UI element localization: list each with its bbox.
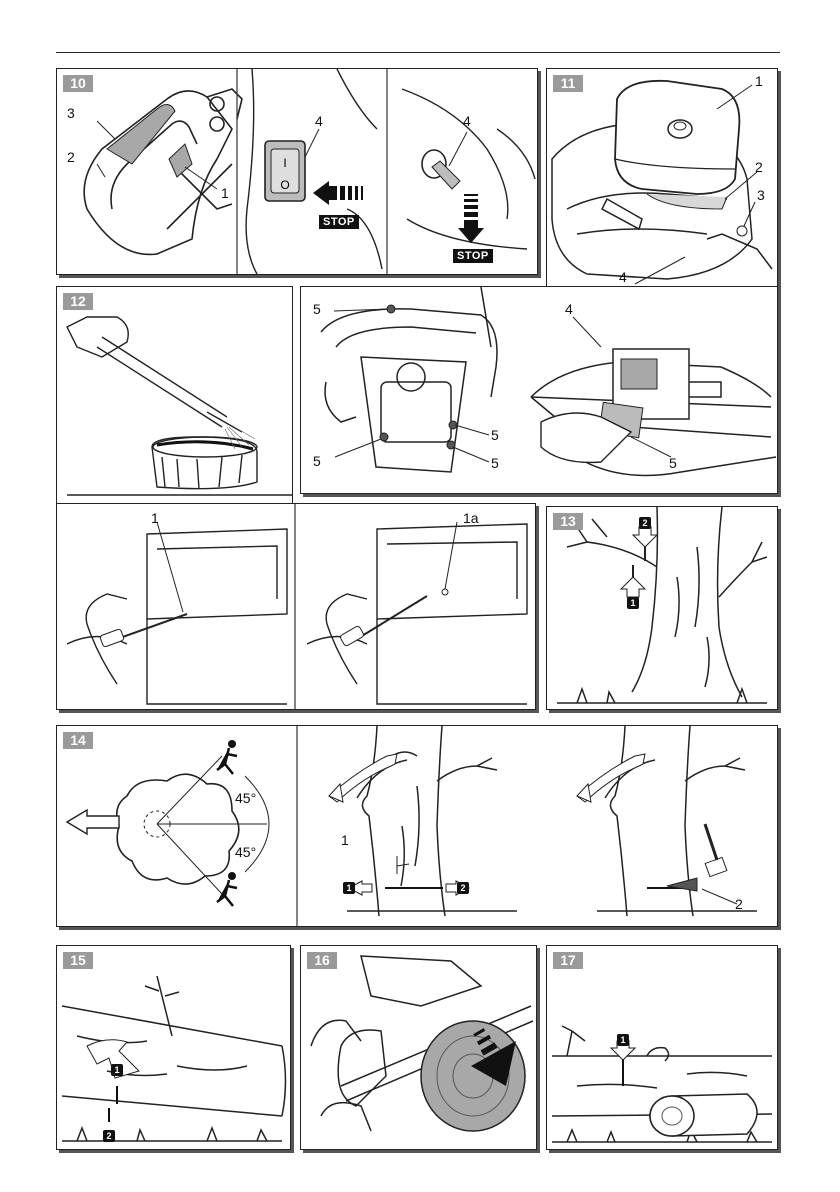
figure-17: 17 1 [546, 945, 778, 1150]
figure-14-illustration [57, 726, 777, 926]
figure-15-illustration [57, 946, 290, 1149]
figure-11-illustration [547, 69, 777, 289]
figure-12-adjust-illustration [57, 504, 535, 709]
stop-label: STOP [453, 249, 493, 263]
figure-13: 13 2 1 [546, 506, 778, 710]
step-marker: 1 [627, 597, 639, 609]
callout-label: 5 [491, 455, 499, 471]
callout-label: 2 [755, 159, 763, 175]
figure-16: 16 [300, 945, 537, 1150]
step-marker: 2 [103, 1130, 115, 1142]
callout-label: 1 [151, 510, 159, 526]
step-marker: 2 [457, 882, 469, 894]
callout-label: 4 [463, 113, 471, 129]
figure-15: 15 1 2 [56, 945, 291, 1150]
figure-12-cover: 5 4 5 5 5 5 [300, 286, 778, 494]
angle-label: 45° [235, 790, 256, 806]
figure-12-cover-illustration [301, 287, 777, 493]
callout-label: 4 [619, 269, 627, 285]
callout-label: 2 [67, 149, 75, 165]
figure-number: 16 [307, 952, 337, 969]
figure-13-illustration [547, 507, 777, 709]
callout-label: 1 [755, 73, 763, 89]
callout-label: 3 [757, 187, 765, 203]
step-marker: 1 [617, 1034, 629, 1046]
figure-12: 12 [56, 286, 293, 503]
callout-label: 5 [669, 455, 677, 471]
figure-number: 14 [63, 732, 93, 749]
step-marker: 1 [111, 1064, 123, 1076]
callout-label: 5 [491, 427, 499, 443]
figure-10: I O 10 3 2 1 4 4 STOP STOP [56, 68, 538, 275]
figure-11: 11 1 2 3 4 [546, 68, 778, 290]
figure-number: 13 [553, 513, 583, 530]
figure-10-illustration: I O [57, 69, 537, 274]
figure-number: 12 [63, 293, 93, 310]
svg-text:I: I [283, 156, 286, 170]
figure-number: 15 [63, 952, 93, 969]
callout-label: 3 [67, 105, 75, 121]
callout-label: 4 [315, 113, 323, 129]
callout-label: 2 [735, 896, 743, 912]
figure-14: 14 45° 45° 1 2 1 2 [56, 725, 778, 927]
callout-label: 1 [341, 832, 349, 848]
header-rule [56, 52, 780, 53]
figure-12-illustration [57, 287, 292, 503]
callout-label: 1 [221, 185, 229, 201]
svg-text:O: O [280, 178, 289, 192]
callout-label: 1a [463, 510, 479, 526]
stop-label: STOP [319, 215, 359, 229]
figure-12-adjust: 1 1a [56, 503, 536, 710]
figure-number: 10 [63, 75, 93, 92]
step-marker: 1 [343, 882, 355, 894]
step-marker: 2 [639, 517, 651, 529]
figure-17-illustration [547, 946, 777, 1149]
callout-label: 5 [313, 301, 321, 317]
callout-label: 5 [313, 453, 321, 469]
angle-label: 45° [235, 844, 256, 860]
callout-label: 4 [565, 301, 573, 317]
figure-number: 11 [553, 75, 583, 92]
figure-16-illustration [301, 946, 536, 1149]
figure-number: 17 [553, 952, 583, 969]
